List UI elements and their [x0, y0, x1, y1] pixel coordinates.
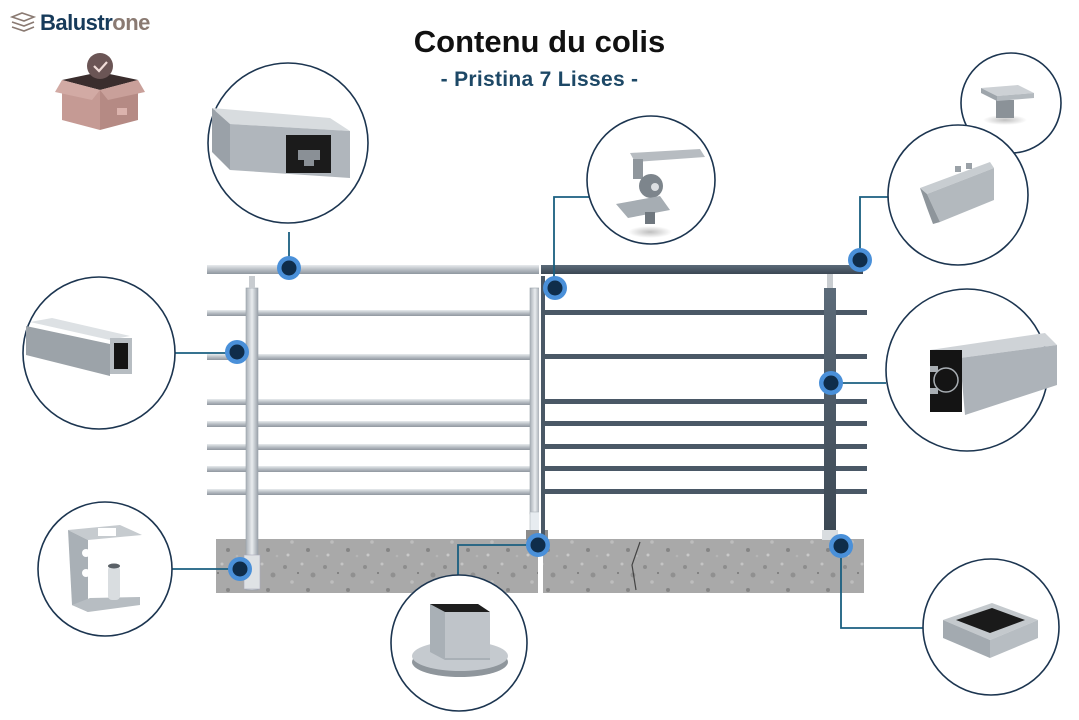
post-center-anthracite [541, 276, 545, 536]
rail-left-4 [207, 421, 535, 427]
open-box-check-icon [55, 53, 145, 130]
rail-right-6 [543, 466, 867, 471]
floor-mount-base-icon [412, 604, 508, 677]
rail-left-2 [207, 354, 535, 360]
post-right [824, 288, 836, 538]
rail-right-3 [543, 399, 867, 404]
callout-line-floor-mount [457, 544, 538, 578]
railing-anthracite [541, 265, 867, 540]
component-post-profile [885, 288, 1057, 452]
handrail-right [541, 265, 863, 274]
component-floor-mount-base [390, 574, 528, 712]
marker-base-cover[interactable] [829, 534, 853, 558]
brand-name: Balustrone [40, 10, 150, 36]
rail-end-cap-icon [920, 162, 994, 224]
component-swivel-handrail-bracket [586, 115, 716, 245]
marker-swivel-bracket[interactable] [543, 276, 567, 300]
handrail-bracket-right [827, 274, 833, 288]
rail-right-1 [543, 310, 867, 315]
page-title: Contenu du colis [413, 24, 666, 59]
marker-rail[interactable] [225, 340, 249, 364]
rail-right-7 [543, 489, 867, 494]
handrail-bracket-left [249, 276, 255, 288]
rail-left-1 [207, 310, 535, 316]
swivel-handrail-bracket-icon [616, 149, 705, 238]
component-rail-square-tube [22, 276, 176, 430]
callout-line-base-cover [840, 546, 925, 629]
rail-right-2 [543, 354, 867, 359]
square-tube-rail-icon [26, 318, 132, 376]
rail-left-3 [207, 399, 535, 405]
post-center-raw [529, 287, 541, 515]
base-cover-icon [943, 603, 1038, 658]
post-left [245, 287, 259, 591]
callout-line-end-cap [859, 196, 894, 260]
brand-logo: Balustrone [10, 8, 150, 38]
marker-end-cap[interactable] [848, 248, 872, 272]
component-handrail-end-cap [960, 52, 1062, 154]
rail-right-4 [543, 421, 867, 426]
rail-left-7 [207, 489, 535, 495]
component-base-cover [922, 558, 1060, 696]
handrail-profile-icon [212, 108, 350, 178]
component-rail-end-cap [887, 124, 1029, 266]
concrete-crack [631, 541, 641, 591]
component-handrail-profile [207, 62, 369, 224]
brand-name-part1: Balustr [40, 10, 113, 35]
callout-line-swivel-bracket [553, 196, 592, 288]
handrail-end-cap-icon [981, 85, 1034, 125]
rail-right-5 [543, 444, 867, 449]
post-profile-icon [930, 333, 1057, 415]
component-side-mount-bracket [37, 501, 173, 637]
rail-left-6 [207, 466, 535, 472]
marker-side-mount[interactable] [228, 557, 252, 581]
page-subtitle: - Pristina 7 Lisses - [440, 68, 639, 91]
marker-handrail[interactable] [277, 256, 301, 280]
concrete-slab-right [543, 539, 864, 593]
side-mount-bracket-icon [68, 525, 142, 612]
marker-floor-mount[interactable] [526, 533, 550, 557]
marker-post[interactable] [819, 371, 843, 395]
brand-name-part2: one [112, 10, 150, 35]
handrail-left [207, 265, 540, 274]
balustrone-logo-icon [10, 12, 36, 32]
base-cover-right [822, 530, 838, 540]
rail-left-5 [207, 444, 535, 450]
